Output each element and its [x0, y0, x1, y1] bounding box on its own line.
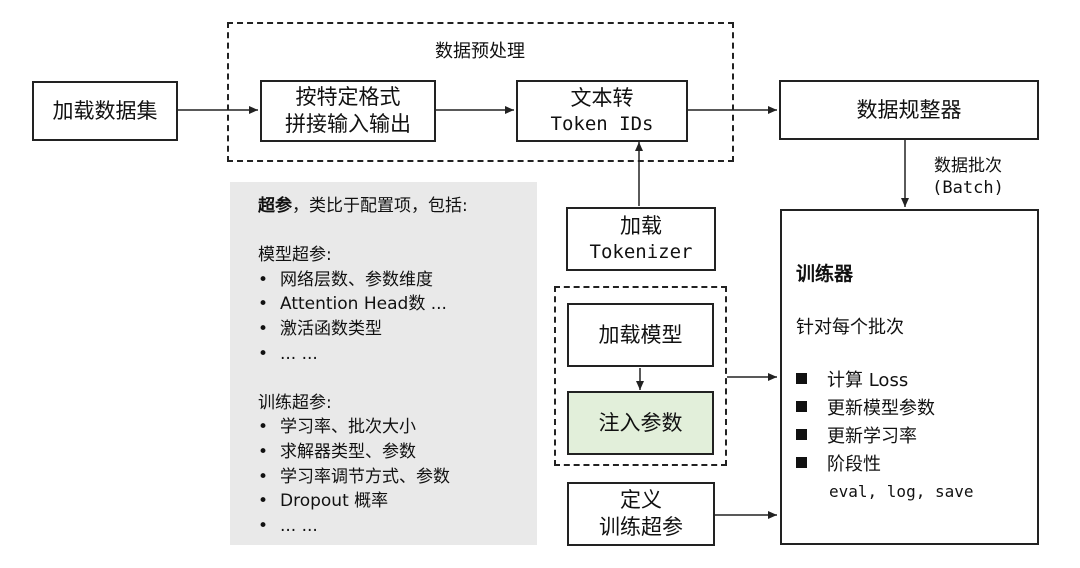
- load-dataset-box: 加载数据集: [32, 81, 178, 141]
- data-collator-label: 数据规整器: [856, 97, 962, 122]
- define-hparams-box: 定义 训练超参: [567, 482, 715, 546]
- load-tokenizer-box: 加载 Tokenizer: [566, 207, 716, 271]
- tokenize-label-line2: Token IDs: [550, 113, 654, 136]
- train-hparams-heading: 训练超参:: [258, 392, 332, 413]
- trainer-box: 训练器 针对每个批次 计算 Loss 更新模型参数 更新学习率 阶段性 eval…: [780, 209, 1039, 545]
- tokenize-box: 文本转 Token IDs: [516, 80, 688, 142]
- data-collator-box: 数据规整器: [779, 80, 1039, 140]
- load-model-label: 加载模型: [598, 322, 683, 347]
- trainer-step: 更新学习率: [796, 423, 1037, 451]
- hyperparams-title-rest: ，类比于配置项，包括:: [292, 196, 468, 216]
- hyperparams-panel: 超参，类比于配置项，包括: 模型超参: •网络层数、参数维度 •Attentio…: [230, 182, 537, 545]
- model-group: [554, 286, 727, 466]
- list-item: •求解器类型、参数: [258, 441, 416, 462]
- trainer-title: 训练器: [796, 263, 854, 285]
- batch-label: 数据批次 (Batch): [908, 155, 1028, 199]
- list-item: •学习率、批次大小: [258, 417, 416, 438]
- model-hparams-heading: 模型超参:: [258, 245, 332, 266]
- concat-label-line1: 按特定格式: [295, 85, 401, 110]
- list-item: •Dropout 概率: [258, 491, 389, 512]
- define-hparams-line2: 训练超参: [599, 515, 683, 539]
- inject-params-label: 注入参数: [598, 410, 683, 435]
- batch-label-line1: 数据批次: [934, 156, 1002, 176]
- trainer-stage-detail: eval, log, save: [829, 482, 974, 501]
- list-item: •Attention Head数 ...: [258, 294, 447, 315]
- list-item: •... ...: [258, 343, 318, 364]
- preprocess-group: [227, 22, 734, 162]
- inject-params-box: 注入参数: [567, 391, 714, 455]
- square-bullet-icon: [796, 429, 807, 440]
- load-tokenizer-line1: 加载: [620, 214, 662, 239]
- concat-box: 按特定格式 拼接输入输出: [260, 80, 436, 142]
- batch-label-line2: (Batch): [932, 178, 1004, 199]
- load-model-box: 加载模型: [567, 303, 714, 367]
- list-item: •激活函数类型: [258, 318, 382, 339]
- tokenize-label-line1: 文本转: [570, 86, 634, 111]
- load-dataset-label: 加载数据集: [52, 98, 158, 123]
- trainer-step: 计算 Loss: [796, 367, 1037, 395]
- square-bullet-icon: [796, 457, 807, 468]
- list-item: •... ...: [258, 515, 318, 536]
- concat-label-line2: 拼接输入输出: [285, 112, 411, 136]
- hyperparams-title-bold: 超参: [258, 196, 292, 216]
- square-bullet-icon: [796, 401, 807, 412]
- trainer-subtitle: 针对每个批次: [796, 317, 904, 338]
- load-tokenizer-line2: Tokenizer: [589, 241, 693, 264]
- square-bullet-icon: [796, 373, 807, 384]
- trainer-step: 阶段性: [796, 451, 1037, 479]
- preprocess-title: 数据预处理: [435, 41, 525, 62]
- list-item: •网络层数、参数维度: [258, 269, 433, 290]
- trainer-step: 更新模型参数: [796, 395, 1037, 423]
- list-item: •学习率调节方式、参数: [258, 466, 450, 487]
- hyperparams-title: 超参，类比于配置项，包括:: [258, 194, 523, 219]
- define-hparams-line1: 定义: [620, 488, 662, 513]
